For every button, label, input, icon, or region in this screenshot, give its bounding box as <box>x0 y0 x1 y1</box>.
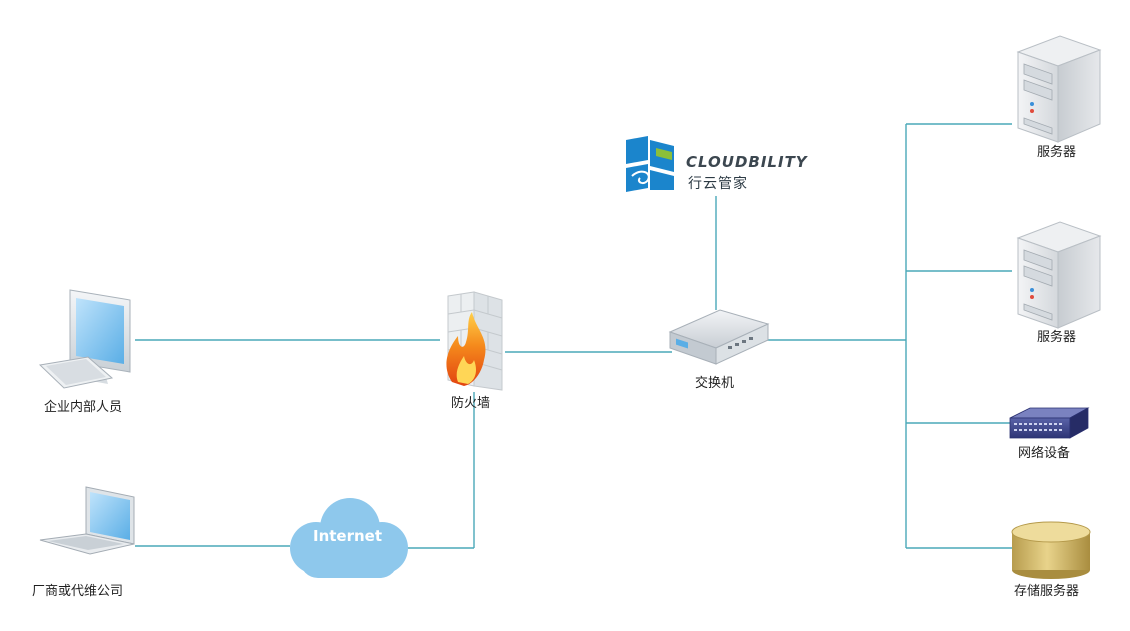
server-1-label: 服务器 <box>1037 145 1077 160</box>
brand-name-cn: 行云管家 <box>688 176 748 192</box>
storage-cylinder-icon <box>1011 521 1091 579</box>
firewall-icon <box>446 291 503 391</box>
brand-name: CLOUDBILITY <box>686 153 808 171</box>
server-2-icon <box>1016 221 1102 329</box>
connector-lines <box>135 123 1012 549</box>
laptop-icon <box>39 486 135 555</box>
server-1-icon <box>1016 35 1102 143</box>
server-2-label: 服务器 <box>1037 330 1077 345</box>
desktop-computer-icon <box>38 289 131 389</box>
switch-icon <box>668 309 770 365</box>
firewall-label: 防火墙 <box>451 396 491 411</box>
network-device-label: 网络设备 <box>1018 446 1071 461</box>
internal-staff-label: 企业内部人员 <box>44 400 123 415</box>
internet-cloud-icon <box>290 498 408 578</box>
network-device-icon <box>1009 407 1090 439</box>
switch-label: 交换机 <box>695 376 735 391</box>
storage-server-label: 存储服务器 <box>1014 584 1080 599</box>
vendor-label: 厂商或代维公司 <box>32 584 124 599</box>
internet-label: Internet <box>313 527 383 545</box>
cloudbility-logo-icon <box>626 136 674 192</box>
